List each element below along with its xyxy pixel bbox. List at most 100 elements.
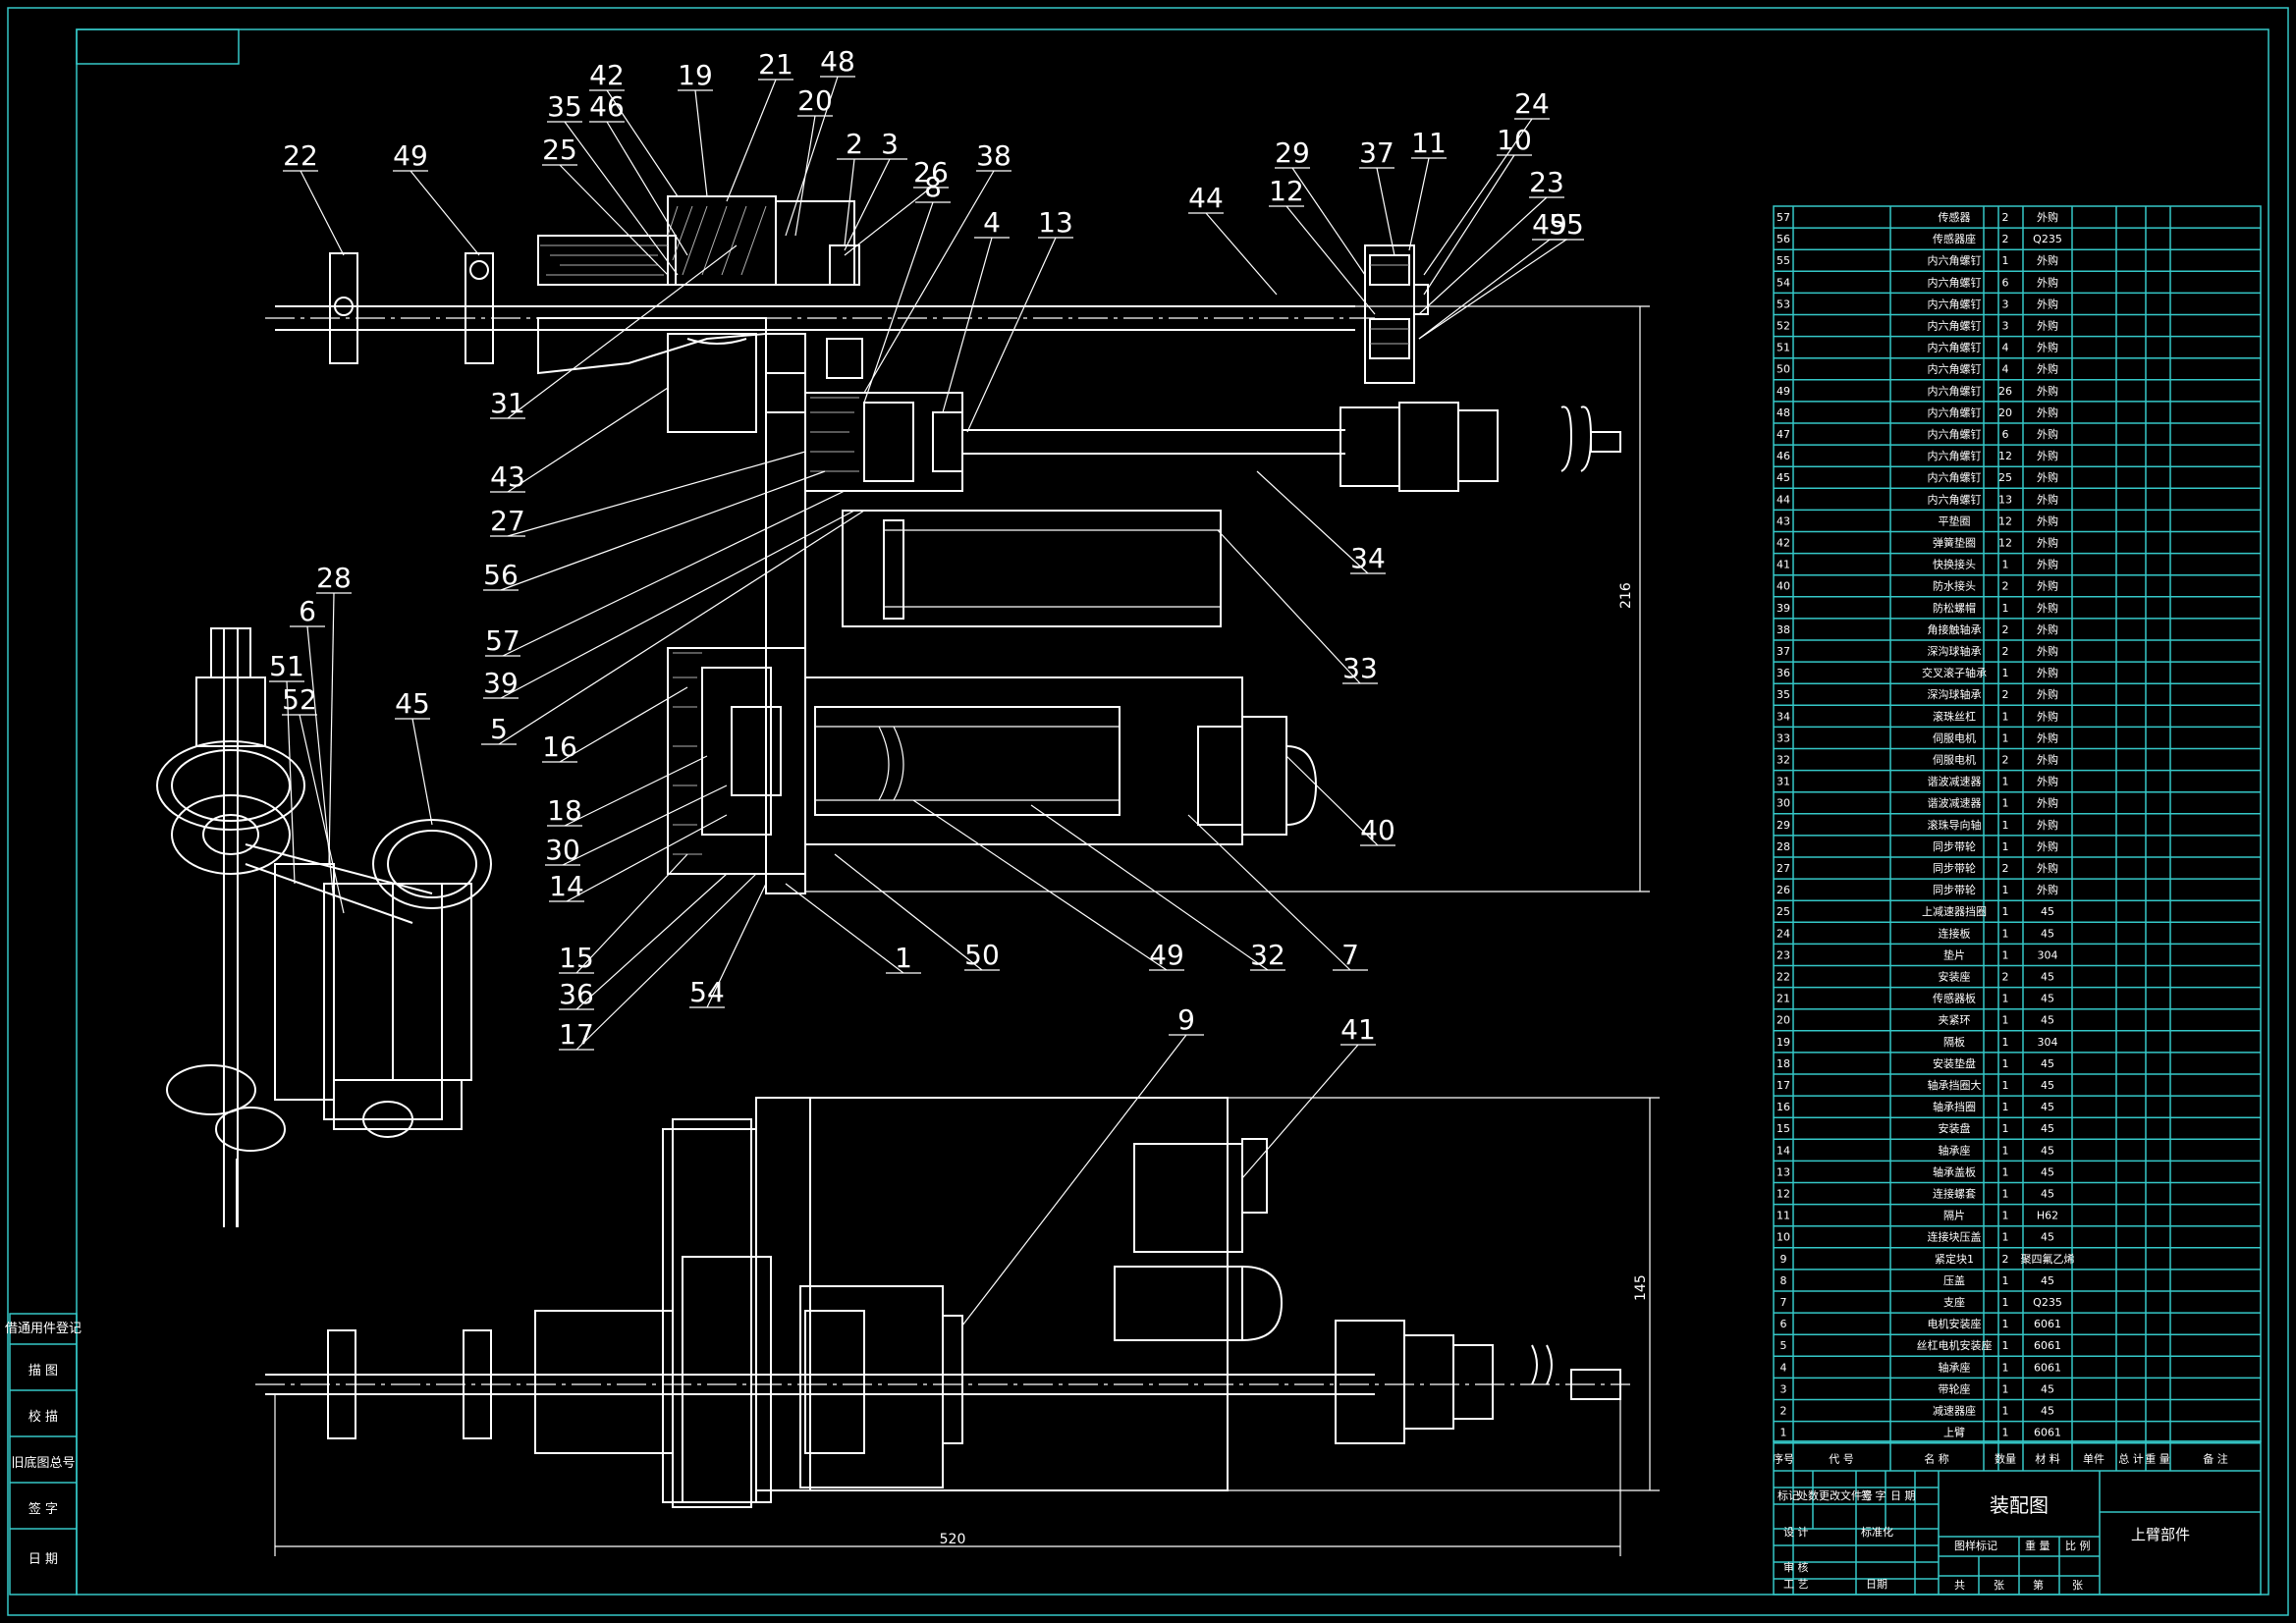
callout-20: 20 [797,84,833,117]
leader-line [942,237,993,413]
bom-name: 连接块压盖 [1928,1230,1982,1244]
bom-material: 6061 [2034,1361,2061,1374]
bom-qty: 3 [2002,298,2009,310]
callout-57: 57 [485,624,520,657]
tb-label-of: 第 [2033,1578,2044,1592]
leader-line [1418,196,1548,315]
leader-line [1423,118,1533,276]
callout-22: 22 [283,139,318,172]
bom-name: 伺服电机 [1933,730,1976,744]
bom-no: 27 [1777,862,1790,875]
bom-qty: 2 [2002,862,2009,875]
bom-qty: 1 [2002,1296,2009,1309]
bom-material: H62 [2037,1210,2058,1222]
callout-48: 48 [820,45,855,78]
side-label-5: 日 期 [28,1552,58,1567]
callout-10: 10 [1497,124,1532,156]
leader-line [966,237,1057,433]
bom-material: 外购 [2037,644,2058,658]
bom-name: 传感器板 [1933,992,1976,1005]
bom-material: 外购 [2037,730,2058,744]
bom-name: 伺服电机 [1933,753,1976,767]
bom-no: 37 [1777,645,1790,658]
bom-name: 滚珠导向轴 [1928,818,1982,832]
bom-qty: 12 [1998,450,2012,462]
callout-32: 32 [1250,939,1285,971]
bom-name: 内六角螺钉 [1928,492,1982,506]
callout-2: 2 [846,128,863,160]
tb-label-sign: 签 字 [1861,1488,1886,1502]
bom-no: 23 [1777,948,1790,961]
bom-header-cell: 备 注 [2203,1452,2228,1466]
leader-line [834,853,983,971]
bom-no: 3 [1780,1382,1787,1395]
callout-49: 49 [393,139,428,172]
callout-40: 40 [1360,814,1395,846]
bom-qty: 1 [2002,776,2009,788]
leader-line [785,76,839,237]
bom-qty: 2 [2002,623,2009,636]
bom-material: Q235 [2033,233,2062,245]
bom-no: 34 [1777,710,1790,723]
leader-line [844,158,855,246]
bom-header-cell: 数量 [1995,1453,2016,1466]
callout-18: 18 [547,794,582,827]
bom-no: 28 [1777,840,1790,853]
callout-9: 9 [1177,1003,1195,1036]
bom-name: 内六角螺钉 [1928,427,1982,441]
bom-no: 4 [1780,1361,1787,1374]
bom-qty: 25 [1998,471,2012,484]
bom-qty: 1 [2002,1188,2009,1201]
bom-qty: 4 [2002,363,2009,376]
bom-qty: 1 [2002,1036,2009,1049]
bom-name: 谐波减速器 [1928,775,1982,788]
bom-material: 外购 [2037,579,2058,593]
bom-header-cell: 单件 [2083,1453,2105,1466]
bom-material: 45 [2041,1382,2054,1395]
bom-qty: 1 [2002,254,2009,267]
leader-line [507,387,669,493]
leader-line [507,451,806,537]
bom-no: 32 [1777,754,1790,767]
bom-material: 外购 [2037,709,2058,723]
drawing-frame [7,7,2289,1616]
bom-no: 56 [1777,233,1790,245]
bom-no: 31 [1777,776,1790,788]
bom-name: 角接触轴承 [1928,622,1982,636]
bom-no: 13 [1777,1165,1790,1178]
bom-qty: 12 [1998,514,2012,527]
tb-label-change-doc: 更改文件号 [1819,1488,1873,1502]
bom-name: 丝杠电机安装座 [1917,1338,1993,1352]
bom-qty: 1 [2002,1361,2009,1374]
bom-no: 52 [1777,320,1790,333]
bom-no: 26 [1777,884,1790,896]
bom-no: 14 [1777,1144,1790,1157]
bom-qty: 1 [2002,1210,2009,1222]
callout-46: 46 [589,90,625,123]
callout-4: 4 [983,206,1001,239]
leader-line [306,625,335,904]
bom-no: 41 [1777,559,1790,571]
bom-qty: 1 [2002,1057,2009,1070]
callout-55: 55 [1549,208,1584,241]
bom-name: 上臂 [1943,1427,1965,1439]
bom-material: 外购 [2037,449,2058,462]
callout-1: 1 [895,942,912,974]
bom-no: 15 [1777,1122,1790,1135]
bom-name: 安装座 [1939,970,1971,984]
bom-material: 304 [2038,948,2058,961]
bom-material: 外购 [2037,406,2058,419]
callout-56: 56 [483,559,519,591]
bom-material: 外购 [2037,753,2058,767]
leader-line [1418,239,1551,340]
bom-name: 连接板 [1939,926,1971,940]
bom-no: 9 [1780,1253,1787,1266]
bom-qty: 1 [2002,1014,2009,1027]
bom-no: 18 [1777,1057,1790,1070]
leader-line [1030,804,1269,971]
callout-44: 44 [1188,182,1224,214]
bom-material: 聚四氟乙烯 [2021,1253,2075,1266]
bom-material: 外购 [2037,275,2058,289]
callout-38: 38 [976,139,1011,172]
